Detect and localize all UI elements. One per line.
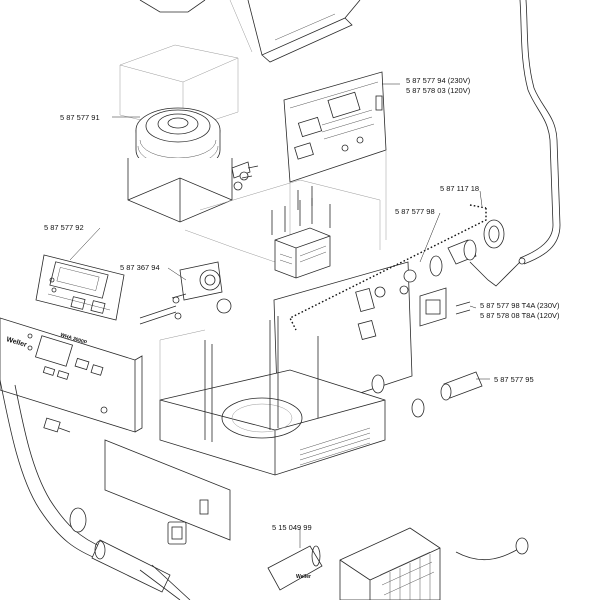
label-fan: 5 87 367 94 [120,263,160,272]
socket [371,371,483,418]
hood-cover [139,0,361,63]
label-fuse-120v: 5 87 578 08 T8A (120V) [480,311,560,320]
part-labels: 5 87 577 91 5 87 577 94 (230V) 5 87 578 … [44,76,560,532]
label-control-board-120v: 5 87 578 03 (120V) [406,86,471,95]
label-chassis: 5 87 577 98 [395,207,435,216]
main-chassis [104,179,413,541]
pump-motor-assembly [119,44,259,223]
cable-set [289,204,521,331]
pipe-nozzle: Weller [267,545,323,591]
control-board [283,71,387,260]
label-control-board-230v: 5 87 577 94 (230V) [406,76,471,85]
label-display-board: 5 87 577 92 [44,223,84,232]
display-board [35,254,125,321]
label-socket: 5 87 577 95 [494,375,534,384]
hose-left [0,379,191,600]
front-panel: Weller WHA 3000P [0,317,143,433]
label-transformer-core: 5 87 577 91 [60,113,100,122]
transformer [271,198,331,279]
fan-assembly [139,261,232,325]
label-pipe: 5 15 049 99 [272,523,312,532]
label-cable-set: 5 87 117 18 [440,184,479,193]
pipe-brand: Weller [296,574,311,580]
filter-basket [339,527,529,600]
hose-right [518,0,561,265]
label-fuse-230v: 5 87 577 98 T4A (230V) [480,301,560,310]
fuse-holder [419,287,471,327]
leader-lines [69,83,490,548]
rocker-switch [167,521,187,545]
